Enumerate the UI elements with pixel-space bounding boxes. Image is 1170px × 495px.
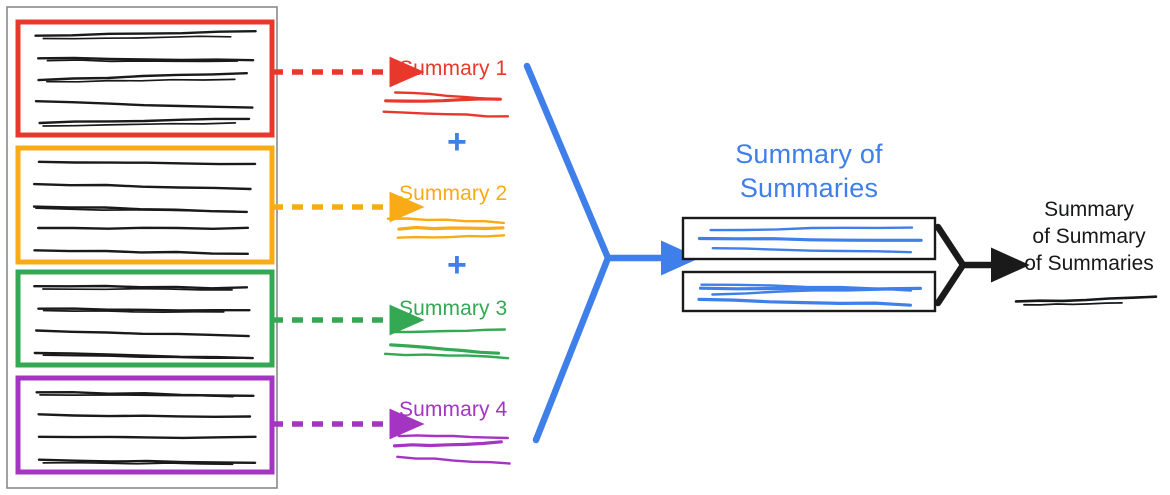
- final-summary-squiggle: [1014, 295, 1158, 306]
- final-label-line-2: of Summary: [1032, 224, 1146, 248]
- sos-title-line-1: Summary of: [735, 139, 883, 169]
- summary-of-summaries-boxes: [681, 216, 937, 313]
- summary-4-label: Summary 4: [399, 398, 508, 421]
- blue-merge-arrow: [523, 62, 700, 444]
- plus-operator-1: +: [447, 123, 467, 161]
- document-box-doc-2: [15, 145, 275, 265]
- blue-merge-v: [523, 62, 612, 444]
- summary-1-label: Summary 1: [399, 57, 508, 80]
- summary-2-label: Summary 2: [399, 182, 508, 205]
- sos-title-line-2: Summaries: [739, 172, 879, 203]
- final-label-line-3: of Summaries: [1024, 251, 1154, 275]
- summary-of-summaries-title: Summary of Summaries: [683, 138, 935, 206]
- final-summary-label: Summary of Summary of Summaries: [1014, 197, 1164, 278]
- source-documents-frame: [6, 6, 278, 489]
- source-document-boxes: [15, 19, 275, 475]
- summary-squiggles-group: [382, 91, 511, 465]
- summary-3-label: Summary 3: [399, 297, 508, 320]
- plus-operator-2: +: [447, 246, 467, 284]
- dashed-arrows-group: [272, 56, 425, 440]
- black-merge-arrow: [934, 223, 1030, 307]
- black-merge-v: [934, 223, 967, 307]
- final-label-line-1: Summary: [1044, 198, 1134, 221]
